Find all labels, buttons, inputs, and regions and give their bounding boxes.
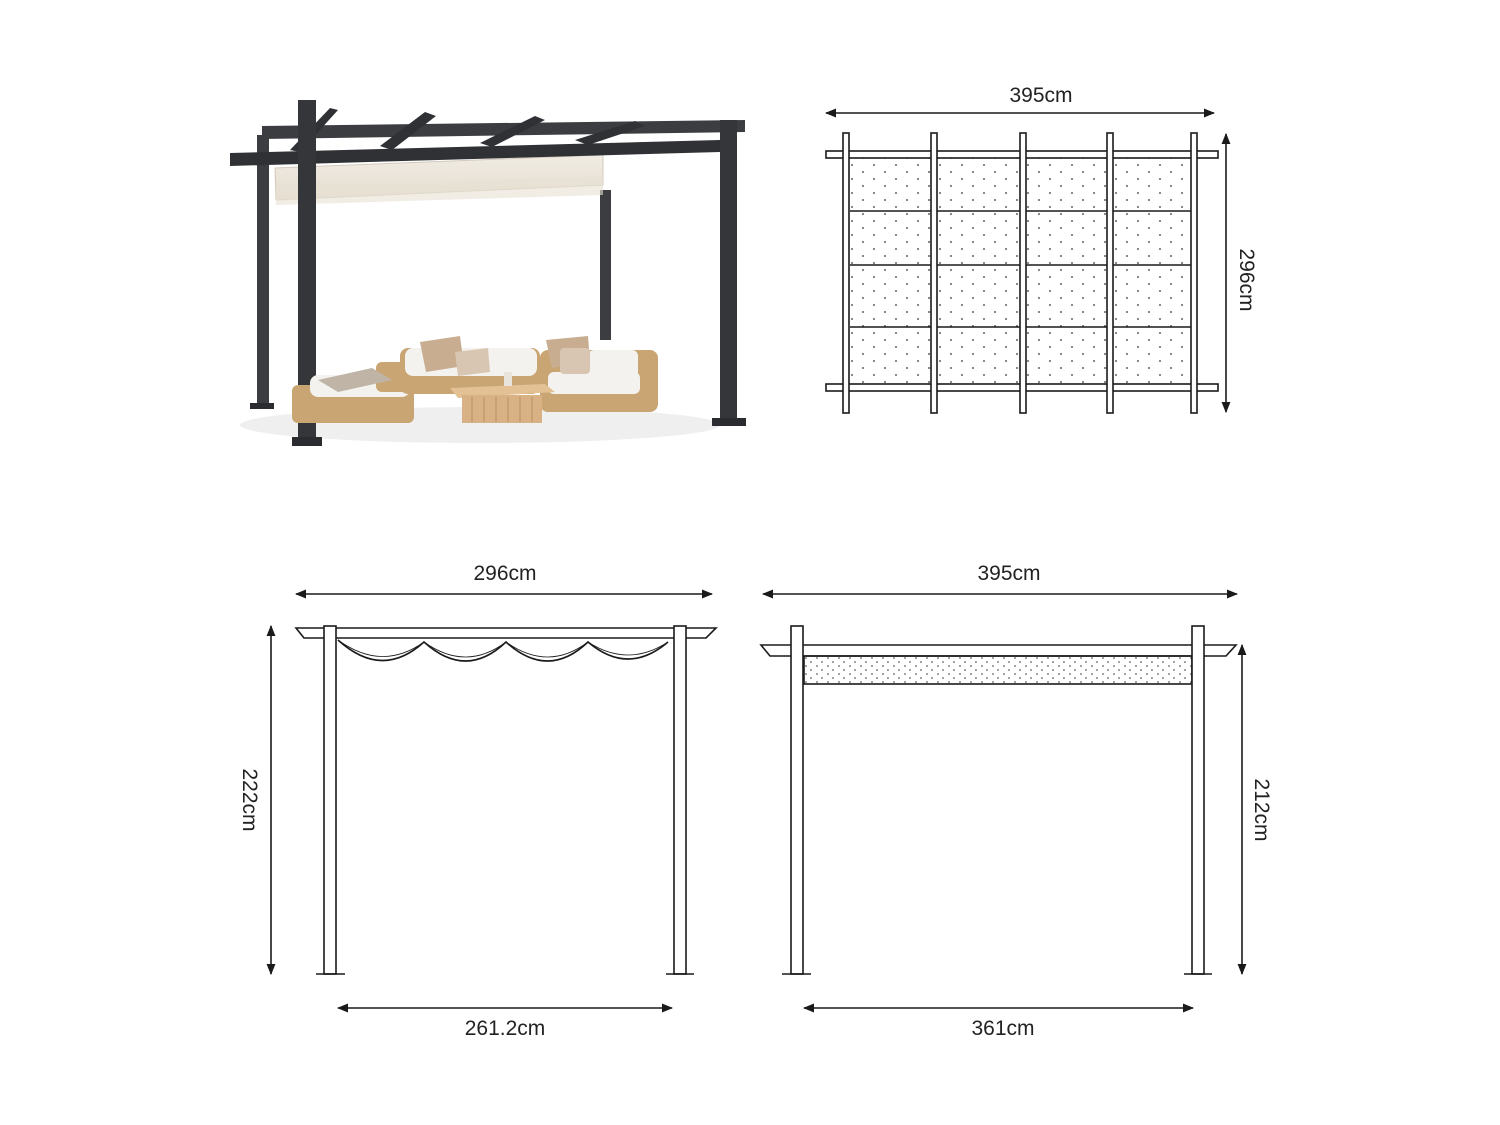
side-canopy-drape-inner: [337, 639, 669, 658]
top-depth-label: 296cm: [1235, 248, 1258, 311]
side-view-diagram: [266, 589, 718, 1013]
post-base-bl: [250, 403, 274, 409]
top-rafter-5: [1190, 132, 1198, 414]
top-rafter-4: [1106, 132, 1114, 414]
side-inner-label: 261.2cm: [465, 1017, 546, 1040]
post-base-fr: [712, 418, 746, 426]
rafter-3: [480, 116, 545, 147]
front-canopy-fabric: [803, 655, 1193, 685]
top-width-label: 395cm: [1009, 84, 1072, 107]
front-post-left: [790, 625, 804, 975]
outdoor-sofa: [292, 336, 658, 423]
rafter-4: [575, 121, 645, 145]
side-height-label: 222cm: [238, 768, 261, 831]
side-width-label: 296cm: [473, 562, 536, 585]
side-canopy-drape: [337, 639, 669, 662]
post-back-left: [257, 135, 269, 405]
front-view-diagram: [759, 589, 1247, 1013]
side-beam: [294, 627, 718, 639]
side-post-right: [673, 625, 687, 975]
front-height-label: 212cm: [1250, 778, 1273, 841]
post-front-left: [298, 100, 316, 440]
front-inner-label: 361cm: [971, 1017, 1034, 1040]
front-width-label: 395cm: [977, 562, 1040, 585]
canopy-fold: [276, 176, 603, 205]
top-rafter-1: [842, 132, 850, 414]
front-post-right: [1191, 625, 1205, 975]
top-view-diagram: [824, 108, 1231, 414]
top-rafter-3: [1019, 132, 1027, 414]
rafter-2: [380, 112, 436, 150]
post-base-fl: [292, 437, 322, 446]
side-post-left: [323, 625, 337, 975]
post-back-right: [600, 190, 611, 340]
coffee-table: [450, 357, 555, 423]
pergola-photo: [230, 100, 746, 446]
front-beam: [759, 644, 1238, 657]
top-rafter-2: [930, 132, 938, 414]
beam-front: [230, 140, 720, 166]
post-front-right: [720, 120, 737, 420]
